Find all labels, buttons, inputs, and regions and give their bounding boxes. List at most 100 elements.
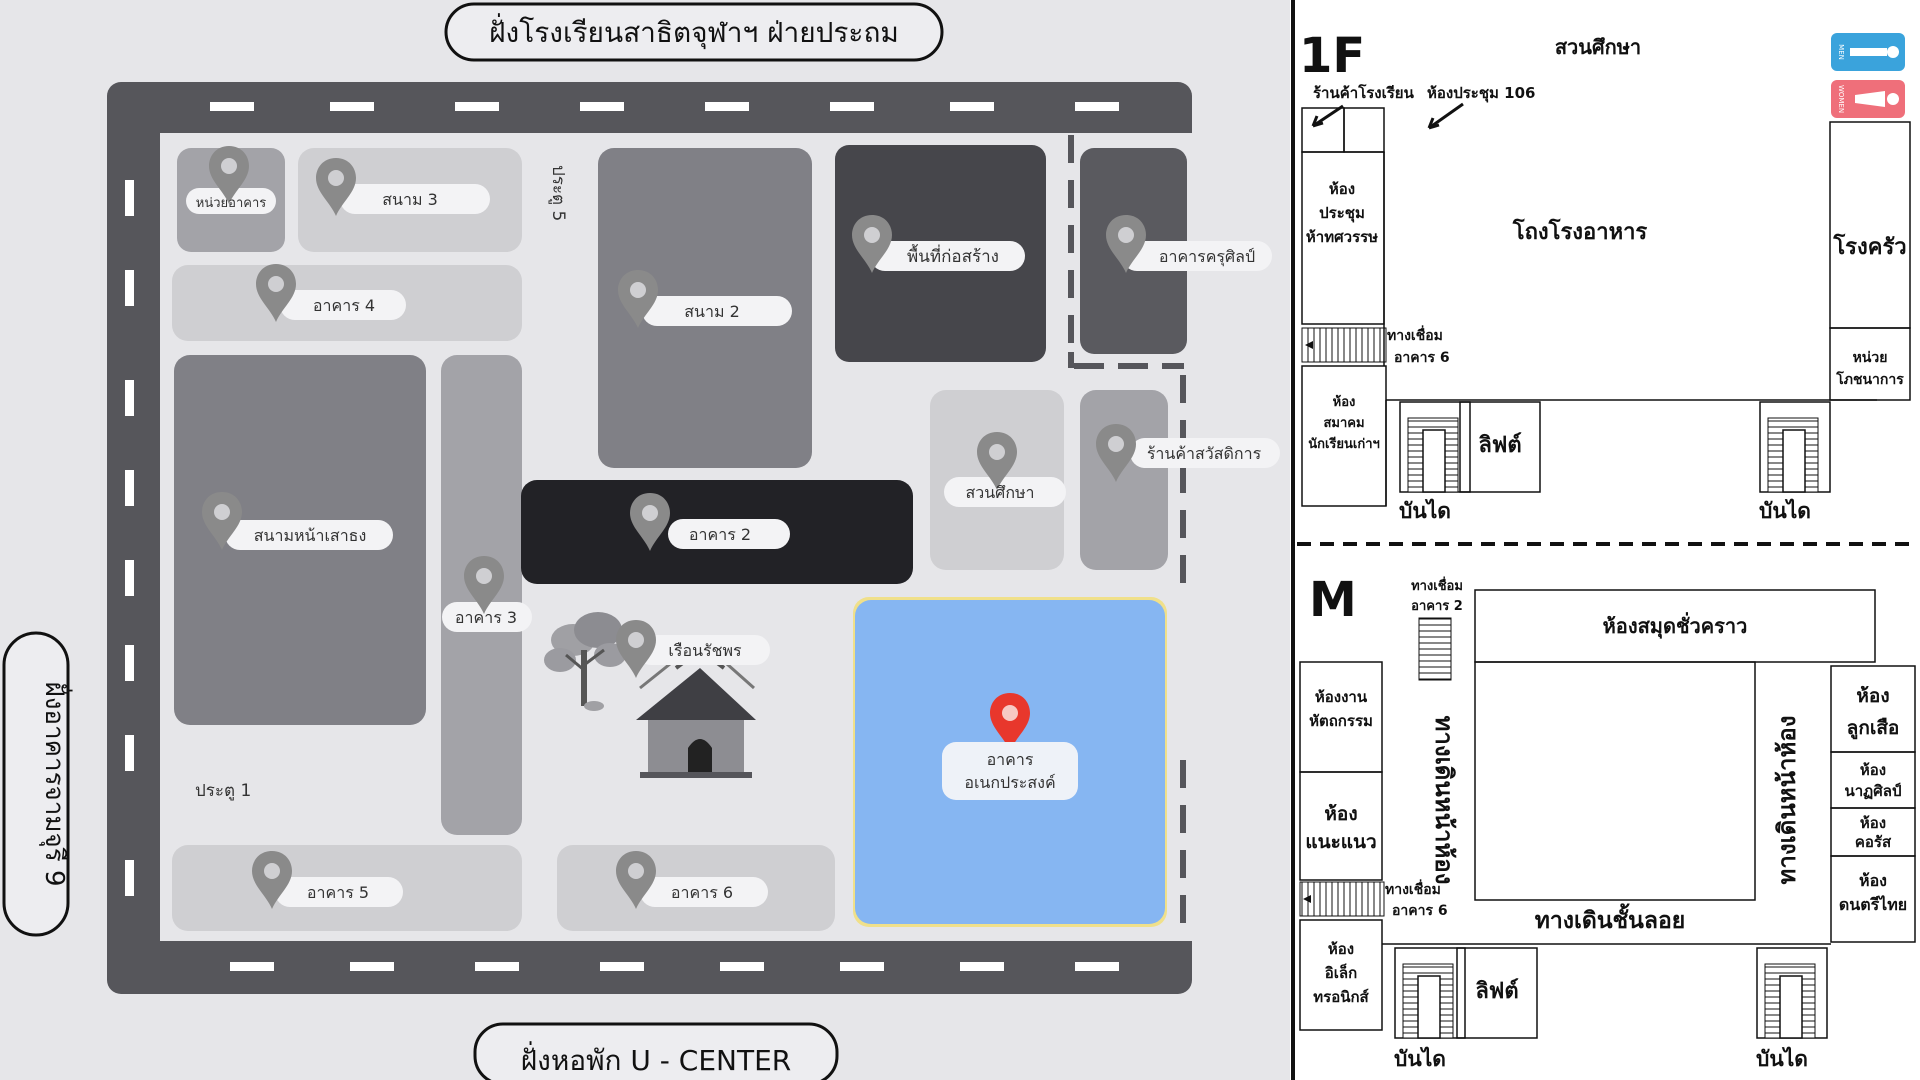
svg-text:หัตถกรรม: หัตถกรรม [1309,712,1373,730]
pin-building5[interactable]: อาคาร 5 [252,851,403,909]
svg-text:ฝั่งหอพัก U - CENTER: ฝั่งหอพัก U - CENTER [521,1041,792,1077]
pin-building-unit[interactable]: หน่วยอาคาร [186,146,276,214]
svg-text:WOMEN: WOMEN [1837,85,1845,113]
f1-alumni-room[interactable] [1301,365,1387,507]
pin-teacher-art[interactable]: อาคารครุศิลป์ [1106,215,1272,273]
pin-building6[interactable]: อาคาร 6 [616,851,768,909]
floor-plans: 1F สวนศึกษา ร้านค้าโรงเรียน ห้องประชุม 1… [1295,0,1920,1080]
f1-stairs-left-label: บันได [1399,498,1451,523]
f1-garden: สวนศึกษา [1555,35,1641,59]
road-dashes-bottom [230,962,1119,971]
svg-text:ฝั่งโรงเรียนสาธิตจุฬาฯ ฝ่ายประ: ฝั่งโรงเรียนสาธิตจุฬาฯ ฝ่ายประถม [489,13,899,50]
pin-ruen-ratchaporn[interactable]: เรือนรัชพร [616,620,770,678]
svg-text:ลิฟต์: ลิฟต์ [1475,978,1518,1004]
thai-house-icon [636,638,756,778]
label-flagpole-field: สนามหน้าเสาธง [254,526,367,545]
m-guidance[interactable] [1299,771,1383,881]
pin-flagpole-field[interactable]: สนามหน้าเสาธง [202,492,393,550]
m-thai-music[interactable] [1830,855,1916,943]
m-link2-line1: ทางเชื่อม [1411,576,1463,594]
pin-building2[interactable]: อาคาร 2 [630,493,790,551]
left-side-label: ฝั่งอาคารจามจุรี 9 [2,631,73,937]
m-lift[interactable] [1456,947,1538,1039]
m-link6-passage [1299,881,1385,917]
svg-text:ลิฟต์: ลิฟต์ [1478,432,1521,458]
dashed-boundary [1068,135,1186,923]
f1-link6-passage [1301,327,1387,363]
f1-link6-line2: อาคาร 6 [1394,350,1450,366]
svg-text:ห้อง: ห้อง [1859,871,1887,890]
pin-field3[interactable]: สนาม 3 [316,158,490,216]
m-front-walk-right: ทางเดินหน้าห้อง [1773,716,1801,885]
campus-map: ประตู 1 ประตู 5 หน่วยอาคาร สนาม 3 อาคาร … [0,0,1290,1080]
label-building6: อาคาร 6 [671,883,733,902]
svg-text:ห้อง: ห้อง [1860,761,1886,779]
f1-kitchen[interactable] [1829,121,1911,329]
m-stairs-right-label: บันได [1756,1046,1808,1071]
svg-text:ห้อง: ห้อง [1328,940,1354,958]
block-welfare-shop [1080,390,1168,570]
label-building2: อาคาร 2 [689,525,751,544]
svg-text:ห้องสมุดชั่วคราว: ห้องสมุดชั่วคราว [1603,611,1748,639]
toilet-women-icon: WOMEN [1831,80,1905,118]
m-stairs-left-label: บันได [1394,1046,1446,1071]
f1-cafeteria: โถงโรงอาหาร [1512,218,1648,245]
label-building5: อาคาร 5 [307,883,369,902]
floor-m: M ทางเชื่อม อาคาร 2 ห้องสมุดชั่วคราว ห้อ… [1299,572,1916,1071]
gate5-label: ประตู 5 [548,165,568,221]
pin-building3[interactable]: อาคาร 3 [442,556,532,632]
pin-multipurpose[interactable]: อาคาร อเนกประสงค์ [942,693,1078,800]
pin-garden[interactable]: สวนศึกษา [944,432,1066,507]
f1-nutrition[interactable] [1829,327,1911,401]
svg-text:ห้อง: ห้อง [1860,814,1886,832]
svg-text:อิเล็ก: อิเล็ก [1325,963,1357,982]
floor-m-label: M [1309,572,1357,628]
svg-text:ดนตรีไทย: ดนตรีไทย [1839,895,1907,914]
pin-building4[interactable]: อาคาร 4 [256,264,406,322]
label-field2: สนาม 2 [684,302,740,321]
gate1-label: ประตู 1 [195,781,251,801]
svg-text:ห้อง: ห้อง [1324,803,1357,825]
label-construction: พื้นที่ก่อสร้าง [907,244,999,267]
svg-text:นักเรียนเก่าฯ: นักเรียนเก่าฯ [1308,436,1380,452]
m-atrium [1474,661,1756,901]
svg-text:โรงครัว: โรงครัว [1832,233,1906,260]
pin-field2[interactable]: สนาม 2 [618,270,792,328]
svg-text:ประชุม: ประชุม [1319,204,1365,223]
floor-plan-svg: 1F สวนศึกษา ร้านค้าโรงเรียน ห้องประชุม 1… [1297,28,1917,1071]
svg-text:ห้อง: ห้อง [1329,180,1355,198]
m-link6-line1: ทางเชื่อม [1385,879,1441,898]
label-welfare-shop: ร้านค้าสวัสดิการ [1147,444,1262,463]
pin-construction[interactable]: พื้นที่ก่อสร้าง [852,215,1025,273]
label-field3: สนาม 3 [382,190,438,209]
campus-map-svg: ประตู 1 ประตู 5 หน่วยอาคาร สนาม 3 อาคาร … [2,2,1280,1080]
m-link2-line2: อาคาร 2 [1411,599,1463,614]
road-dashes-left [125,180,134,896]
floor-1f: 1F สวนศึกษา ร้านค้าโรงเรียน ห้องประชุม 1… [1299,28,1911,523]
floor-1f-label: 1F [1299,28,1365,84]
bottom-side-label: ฝั่งหอพัก U - CENTER [473,1022,839,1080]
svg-text:แนะแนว: แนะแนว [1305,831,1376,853]
svg-text:สมาคม: สมาคม [1323,416,1364,431]
label-multipurpose-line2: อเนกประสงค์ [964,773,1055,792]
svg-text:ลูกเสือ: ลูกเสือ [1847,717,1900,740]
svg-text:หน่วย: หน่วย [1853,350,1888,366]
label-ruen-ratchaporn: เรือนรัชพร [668,641,742,660]
f1-stairs-right-label: บันได [1759,498,1811,523]
f1-lift[interactable] [1459,401,1541,493]
m-electronics[interactable] [1299,919,1383,1031]
top-side-label: ฝั่งโรงเรียนสาธิตจุฬาฯ ฝ่ายประถม [444,2,944,62]
svg-text:ห้อง: ห้อง [1333,394,1356,410]
label-building-unit: หน่วยอาคาร [196,196,266,211]
svg-text:นาฏศิลป์: นาฏศิลป์ [1845,782,1902,800]
pin-welfare-shop[interactable]: ร้านค้าสวัสดิการ [1096,424,1280,482]
map-divider [1291,0,1295,1080]
svg-text:ทรอนิกส์: ทรอนิกส์ [1313,988,1369,1006]
f1-meeting106: ห้องประชุม 106 [1427,84,1535,103]
m-link6-line2: อาคาร 6 [1392,903,1448,919]
m-front-walk-left: ทางเดินหน้าห้อง [1430,716,1458,885]
svg-text:คอรัส: คอรัส [1855,833,1892,851]
m-scout[interactable] [1830,665,1916,753]
label-building3: อาคาร 3 [455,608,517,627]
